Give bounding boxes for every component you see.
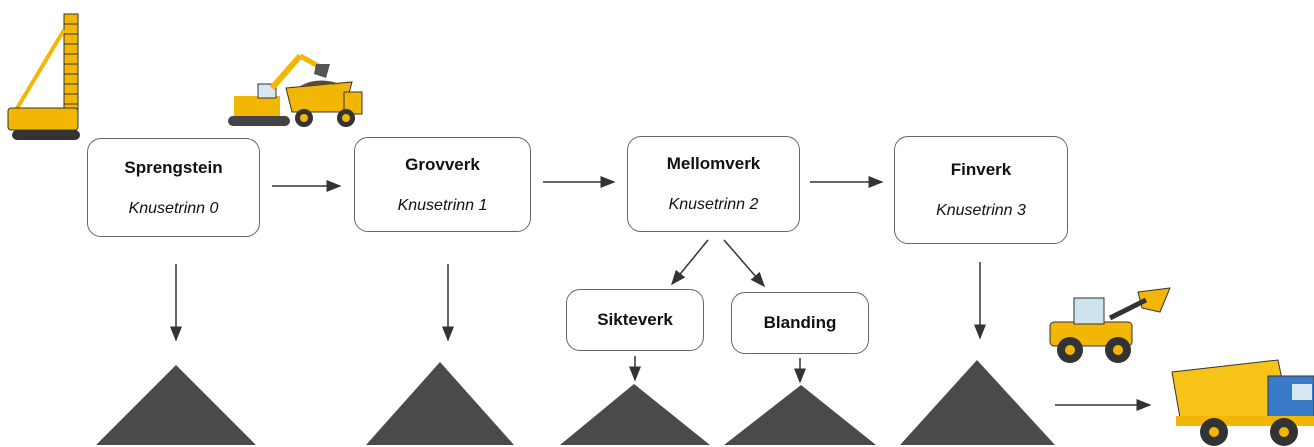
step-title: Finverk xyxy=(950,160,1012,179)
step-box-finverk: Finverk Knusetrinn 3 xyxy=(894,136,1068,244)
gravel-pile-3 xyxy=(900,360,1055,445)
substep-title: Blanding xyxy=(763,313,837,332)
wheel-loader-icon xyxy=(1049,287,1171,363)
step-subtitle: Knusetrinn 2 xyxy=(668,196,759,213)
dump-truck-icon xyxy=(1171,359,1314,446)
substep-box-sikteverk: Sikteverk xyxy=(566,289,704,351)
gravel-pile-0 xyxy=(96,365,256,445)
substep-box-blanding: Blanding xyxy=(731,292,869,354)
excavator-loading-dump-truck-icon xyxy=(228,53,363,127)
step-box-mellomverk: Mellomverk Knusetrinn 2 xyxy=(627,136,800,232)
step-box-sprengstein: Sprengstein Knusetrinn 0 xyxy=(87,138,260,237)
arrow-mellomverk-to-blanding xyxy=(723,239,765,288)
step-subtitle: Knusetrinn 1 xyxy=(397,196,488,214)
gravel-pile-1 xyxy=(366,362,514,445)
step-subtitle: Knusetrinn 0 xyxy=(128,199,219,217)
step-box-grovverk: Grovverk Knusetrinn 1 xyxy=(354,137,531,232)
substep-title: Sikteverk xyxy=(597,310,673,329)
step-title: Grovverk xyxy=(405,154,480,174)
drilling-rig-icon xyxy=(7,13,80,140)
arrow-mellomverk-to-sikteverk xyxy=(671,239,709,286)
gravel-pile-blanding xyxy=(724,385,876,445)
step-title: Sprengstein xyxy=(124,157,223,177)
gravel-pile-sikteverk xyxy=(560,384,710,445)
step-subtitle: Knusetrinn 3 xyxy=(936,202,1026,219)
step-title: Mellomverk xyxy=(666,154,761,173)
